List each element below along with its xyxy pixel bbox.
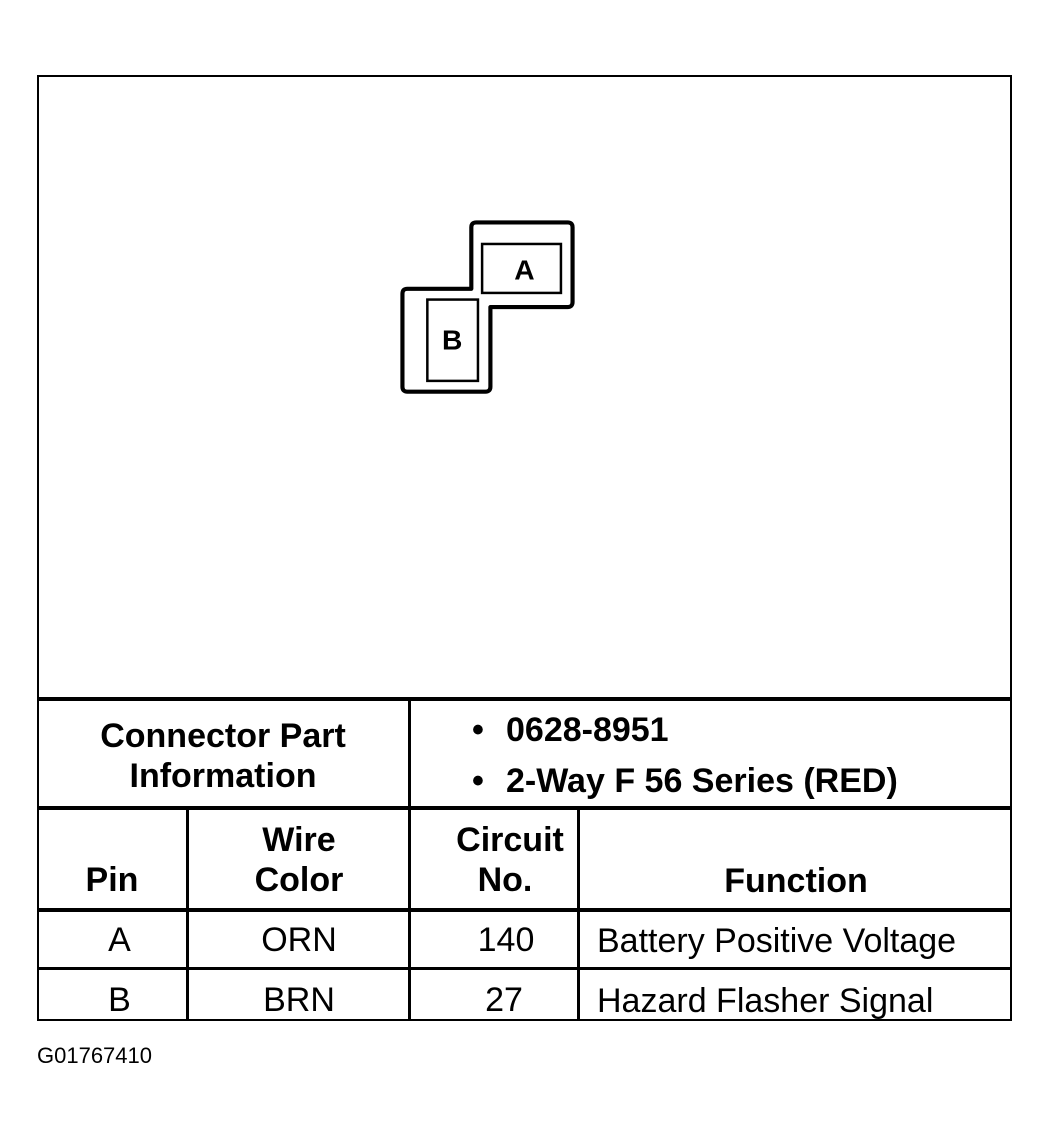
table-row-a-function: Battery Positive Voltage (597, 922, 957, 960)
header-bottom-line (37, 908, 1012, 912)
bullet-icon: • (472, 711, 484, 749)
col-divider-circuit (577, 808, 580, 1021)
table-row-b-circuit: 27 (485, 981, 523, 1019)
figure-id: G01767410 (37, 1043, 152, 1068)
info-divider (408, 699, 411, 810)
info-label-line1: Connector Part (100, 717, 346, 755)
info-bottom-line (37, 806, 1012, 810)
table-top-line (37, 697, 1012, 701)
header-wire-color: Wire Color (254, 821, 344, 899)
pin-a-label: A (514, 254, 534, 286)
part-number-item: • 0628-8951 (472, 710, 669, 750)
table-row-a-circuit: 140 (477, 921, 535, 959)
col-divider-wire (408, 808, 411, 1021)
connector-type-item: • 2-Way F 56 Series (RED) (472, 761, 898, 801)
row-a-bottom-line (37, 967, 1012, 970)
table-row-b-pin: B (108, 981, 131, 1019)
diagram-frame (37, 75, 1012, 1021)
table-row-b-function: Hazard Flasher Signal (597, 982, 934, 1020)
connector-part-info-label: Connector Part Information (37, 716, 409, 796)
connector-face-diagram: A B (400, 220, 575, 394)
table-row-a-wire-color: ORN (261, 921, 337, 959)
connector-type: 2-Way F 56 Series (RED) (506, 762, 898, 800)
pin-a-cavity (480, 242, 563, 295)
part-number: 0628-8951 (506, 711, 669, 749)
table-row-a-pin: A (108, 921, 131, 959)
header-function: Function (724, 862, 868, 900)
header-pin: Pin (85, 861, 139, 899)
connector-body-outline (400, 220, 575, 394)
info-label-line2: Information (129, 757, 317, 795)
pin-b-cavity (426, 298, 480, 383)
pin-b-label: B (442, 323, 462, 355)
bullet-icon: • (472, 762, 484, 800)
header-circuit-no: Circuit No. (456, 821, 564, 899)
col-divider-pin (186, 808, 189, 1021)
table-row-b-wire-color: BRN (263, 981, 335, 1019)
